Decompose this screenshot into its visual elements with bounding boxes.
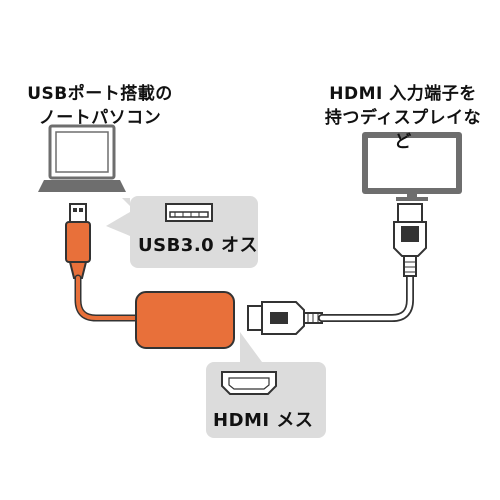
usb-plug [65,203,91,279]
tv-label-line2: 持つディスプレイなど [324,108,482,152]
usb-callout-text: USB3.0 オス [138,235,258,256]
hdmi-cable [318,271,414,322]
hdmi-callout [206,332,326,438]
usb-callout [106,196,258,268]
laptop-label-line2: ノートパソコン [38,108,162,128]
usb-cable [74,274,144,322]
laptop-icon [38,124,126,192]
adapter-body [135,291,235,349]
hdmi-male-plug-horizontal [247,301,323,335]
tv-label: HDMI 入力端子を 持つディスプレイなど [318,82,488,154]
hdmi-male-plug-vertical [393,203,427,277]
hdmi-port-icon [221,371,277,395]
tv-icon [362,132,462,201]
hdmi-callout-text: HDMI メス [213,410,314,431]
tv-label-line1: HDMI 入力端子を [329,84,477,104]
laptop-label-line1: USBポート搭載の [27,84,173,104]
usb-port-icon [165,203,213,222]
laptop-label: USBポート搭載の ノートパソコン [20,82,180,130]
